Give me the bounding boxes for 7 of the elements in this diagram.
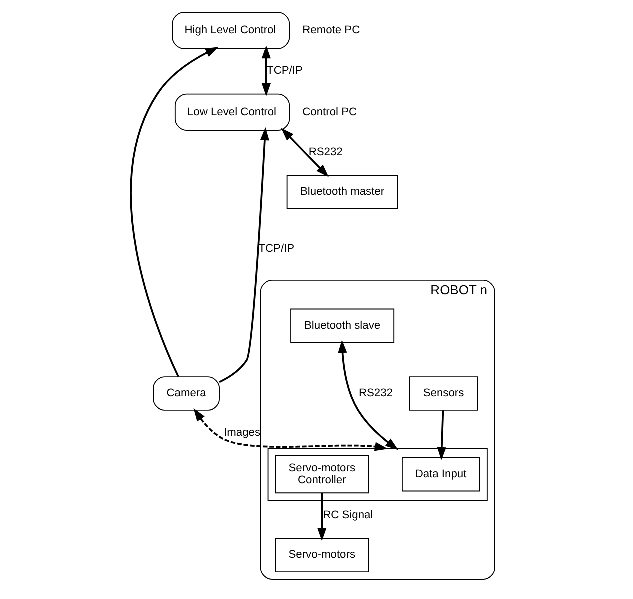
node-label: Control PC (302, 106, 358, 118)
edge-label: RC Signal (323, 510, 374, 522)
edge-label: Images (224, 427, 261, 440)
node-label: Remote PC (302, 24, 360, 37)
edge-label: TCP/IP (258, 243, 295, 256)
edge-label: RS232 (308, 146, 343, 159)
edge-label: RS232 (358, 388, 394, 400)
